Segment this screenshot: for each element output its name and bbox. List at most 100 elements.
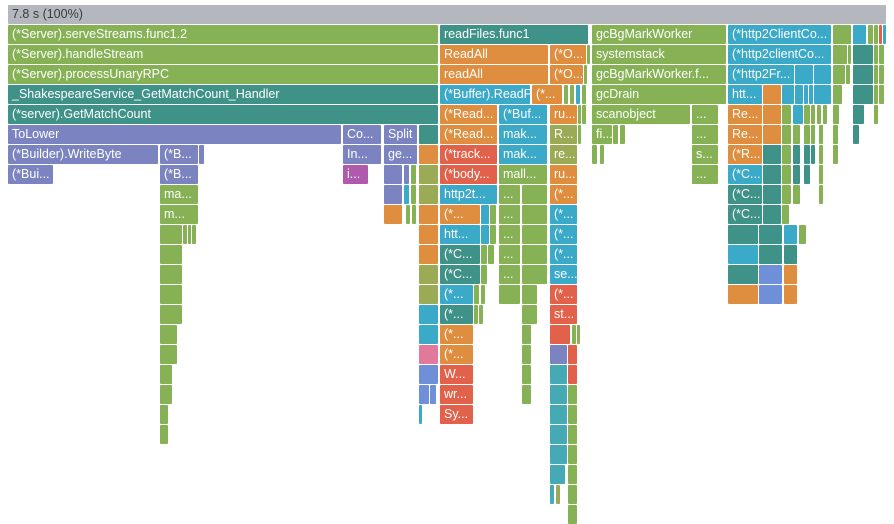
flame-frame[interactable]: re... <box>550 145 577 164</box>
flame-frame-unlabeled[interactable] <box>481 265 487 284</box>
flame-frame-unlabeled[interactable] <box>833 65 845 84</box>
flame-frame-unlabeled[interactable] <box>874 85 878 104</box>
flame-frame-unlabeled[interactable] <box>481 245 487 264</box>
flame-frame[interactable]: readFiles.func1 <box>440 25 588 44</box>
flame-frame[interactable]: (*... <box>550 245 577 264</box>
flame-frame-unlabeled[interactable] <box>384 205 402 224</box>
flame-frame-unlabeled[interactable] <box>846 65 850 84</box>
flame-frame-unlabeled[interactable] <box>782 145 791 164</box>
flame-frame-unlabeled[interactable] <box>419 325 438 344</box>
flame-frame-unlabeled[interactable] <box>804 125 810 144</box>
flame-frame-unlabeled[interactable] <box>481 285 485 304</box>
flame-frame[interactable]: (*C... <box>728 185 762 204</box>
flame-frame-unlabeled[interactable] <box>490 205 496 224</box>
flame-frame-unlabeled[interactable] <box>419 225 438 244</box>
flame-frame-unlabeled[interactable] <box>853 65 873 84</box>
flame-frame[interactable]: (*... <box>550 285 577 304</box>
flame-frame-unlabeled[interactable] <box>411 185 416 204</box>
flame-frame[interactable]: s... <box>692 145 718 164</box>
flame-frame-unlabeled[interactable] <box>874 105 878 124</box>
flame-frame-unlabeled[interactable] <box>795 65 813 84</box>
flame-frame-unlabeled[interactable] <box>879 85 884 104</box>
flame-frame-unlabeled[interactable] <box>784 225 797 244</box>
flame-frame-unlabeled[interactable] <box>879 25 882 44</box>
flame-frame-unlabeled[interactable] <box>474 285 479 304</box>
flame-frame-unlabeled[interactable] <box>833 105 839 124</box>
flame-frame[interactable]: (*Builder).WriteByte <box>8 145 158 164</box>
flame-frame-unlabeled[interactable] <box>763 205 781 224</box>
flame-frame[interactable]: wr... <box>440 385 473 404</box>
flame-frame-unlabeled[interactable] <box>763 105 781 124</box>
flame-frame-unlabeled[interactable] <box>568 445 577 464</box>
flame-frame-unlabeled[interactable] <box>833 85 842 104</box>
flame-frame-unlabeled[interactable] <box>568 345 577 364</box>
flame-frame-unlabeled[interactable] <box>782 85 794 104</box>
flame-frame[interactable]: Co... <box>343 125 381 144</box>
flame-frame-unlabeled[interactable] <box>784 265 797 284</box>
flame-frame-unlabeled[interactable] <box>799 225 806 244</box>
flame-frame-unlabeled[interactable] <box>782 205 789 224</box>
flame-frame-unlabeled[interactable] <box>759 225 782 244</box>
flame-frame-unlabeled[interactable] <box>384 185 402 204</box>
flame-frame-unlabeled[interactable] <box>874 65 878 84</box>
flame-frame-unlabeled[interactable] <box>793 185 800 204</box>
flame-frame[interactable]: (*... <box>532 85 562 104</box>
flame-frame-unlabeled[interactable] <box>853 125 859 144</box>
flame-frame-unlabeled[interactable] <box>587 45 590 64</box>
flame-frame-unlabeled[interactable] <box>419 365 438 384</box>
flame-frame-unlabeled[interactable] <box>522 205 547 224</box>
flame-frame-unlabeled[interactable] <box>795 85 803 104</box>
flame-frame-unlabeled[interactable] <box>160 305 182 324</box>
flame-frame-unlabeled[interactable] <box>522 265 547 284</box>
flame-frame-unlabeled[interactable] <box>848 45 851 64</box>
flame-frame-unlabeled[interactable] <box>522 245 547 264</box>
flame-frame-unlabeled[interactable] <box>568 385 577 404</box>
flame-frame-unlabeled[interactable] <box>763 125 781 144</box>
flame-frame-unlabeled[interactable] <box>576 85 580 104</box>
flame-frame-unlabeled[interactable] <box>419 345 438 364</box>
flame-frame-unlabeled[interactable] <box>883 25 886 44</box>
flame-frame-unlabeled[interactable] <box>833 145 838 164</box>
flame-frame-unlabeled[interactable] <box>833 125 838 144</box>
flame-frame-unlabeled[interactable] <box>578 125 581 144</box>
flame-frame-unlabeled[interactable] <box>199 145 204 164</box>
flame-frame[interactable]: i... <box>343 165 368 184</box>
flame-frame[interactable]: ReadAll <box>440 45 548 64</box>
flame-frame[interactable]: ... <box>499 185 520 204</box>
flame-frame-unlabeled[interactable] <box>793 125 800 144</box>
flame-frame-unlabeled[interactable] <box>570 85 574 104</box>
flame-frame[interactable]: _ShakespeareService_GetMatchCount_Handle… <box>8 85 438 104</box>
flame-frame[interactable]: (*... <box>550 225 577 244</box>
flame-frame-unlabeled[interactable] <box>759 285 782 304</box>
flame-frame[interactable]: http2t... <box>440 185 497 204</box>
flame-frame-unlabeled[interactable] <box>819 125 823 144</box>
flame-frame[interactable]: (*Server).handleStream <box>8 45 438 64</box>
flame-frame-unlabeled[interactable] <box>833 25 851 44</box>
flame-frame-unlabeled[interactable] <box>419 385 429 404</box>
flame-frame-unlabeled[interactable] <box>784 245 797 264</box>
flame-frame-unlabeled[interactable] <box>522 345 531 364</box>
flame-frame[interactable]: (*C... <box>728 165 762 184</box>
flame-frame[interactable]: htt... <box>440 225 480 244</box>
flame-frame-unlabeled[interactable] <box>384 165 402 184</box>
flame-frame[interactable]: (*... <box>440 205 480 224</box>
flame-frame[interactable]: (*B... <box>160 165 198 184</box>
flame-frame[interactable]: st... <box>550 305 577 324</box>
flame-frame-unlabeled[interactable] <box>568 365 577 384</box>
flame-frame-unlabeled[interactable] <box>874 25 878 44</box>
flame-frame-unlabeled[interactable] <box>613 125 618 144</box>
flame-frame-unlabeled[interactable] <box>550 345 567 364</box>
flame-frame-unlabeled[interactable] <box>728 245 758 264</box>
flame-frame[interactable]: (*C... <box>440 265 480 284</box>
flame-frame-unlabeled[interactable] <box>522 225 547 244</box>
flame-frame[interactable]: ru... <box>550 165 577 184</box>
flame-frame-unlabeled[interactable] <box>853 45 873 64</box>
flame-frame[interactable]: ... <box>499 265 520 284</box>
flame-frame-unlabeled[interactable] <box>804 85 808 104</box>
flame-frame-unlabeled[interactable] <box>419 245 438 264</box>
flame-frame-unlabeled[interactable] <box>728 285 758 304</box>
flame-frame-unlabeled[interactable] <box>809 85 813 104</box>
flame-frame[interactable]: mall... <box>499 165 547 184</box>
flame-frame[interactable]: (*R... <box>728 145 762 164</box>
